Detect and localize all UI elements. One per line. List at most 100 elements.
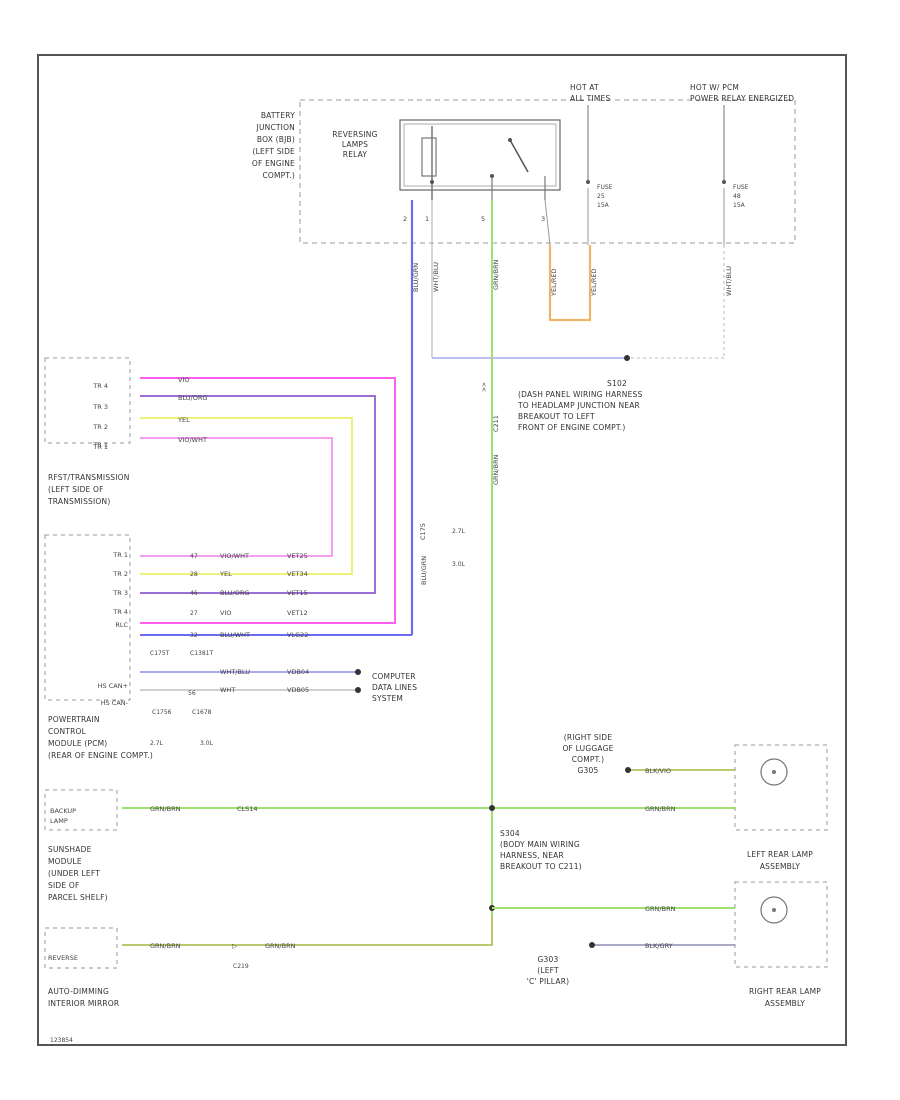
fuse-48-label: FUSE xyxy=(733,184,749,191)
pcm-pin-number: 47 xyxy=(190,553,198,560)
c211-label: C211 xyxy=(492,415,500,432)
trs-wire-label: VIO/WHT xyxy=(178,436,207,444)
relay-switch-pivot xyxy=(508,138,512,142)
pcm-wire-color: WHT xyxy=(220,686,235,694)
pcm-circuit-label: VDB05 xyxy=(287,686,309,694)
right-lamp-wire-label: GRN/BRN xyxy=(645,905,676,913)
pcm-wire-color: VIO xyxy=(220,609,231,617)
pcm-circuit-label: VDB04 xyxy=(287,668,309,676)
sunshade-location-label: (UNDER LEFT xyxy=(48,869,100,878)
pcm-circuit-label: VET34 xyxy=(287,570,308,578)
hot-at-all-times-label: ALL TIMES xyxy=(570,94,610,103)
right-rear-lamp-box xyxy=(734,881,828,968)
trs-pin-label: TR 4 xyxy=(92,382,108,390)
bjb-location-label: JUNCTION xyxy=(256,123,295,132)
splice-s304-label: HARNESS, NEAR xyxy=(500,851,564,860)
relay-pin3-link xyxy=(544,199,551,246)
c219-label: C219 xyxy=(233,963,249,970)
sunshade-circuit-label: CLS14 xyxy=(237,805,258,813)
fuse-25-label: 25 xyxy=(597,193,605,200)
left-lamp-label: LEFT REAR LAMP xyxy=(747,850,813,859)
pcm-pin-label: RLC xyxy=(115,621,128,629)
bjb-location-label: BOX (BJB) xyxy=(257,135,295,144)
wire-label-blu-grn: BLU/GRN xyxy=(412,263,420,292)
pcm-wire-color: BLU/WHT xyxy=(220,631,250,639)
cdl-label: SYSTEM xyxy=(372,694,403,703)
g305-label: G305 xyxy=(578,766,599,775)
g303-label: 'C' PILLAR) xyxy=(527,977,569,986)
g303-label: (LEFT xyxy=(537,966,559,975)
trs-location-label: RFST/TRANSMISSION xyxy=(48,473,130,482)
relay-label: RELAY xyxy=(343,150,368,159)
c175-label: C175 xyxy=(419,523,427,540)
cdl-label: COMPUTER xyxy=(372,672,416,681)
mirror-box xyxy=(44,927,118,969)
c219-connector-icon: ▷ xyxy=(232,942,237,950)
diagram-frame xyxy=(37,54,847,1046)
relay-node xyxy=(490,174,494,178)
pcm-connector-label: C175T xyxy=(150,650,170,657)
splice-s102-label: (DASH PANEL WIRING HARNESS xyxy=(518,390,643,399)
fuse-48-label: 15A xyxy=(733,202,746,209)
relay-pin-label: 5 xyxy=(481,215,485,223)
pcm-wire-color: BLU/ORG xyxy=(220,589,249,597)
wire-label-yel-red: YEL/RED xyxy=(550,268,558,297)
bjb-location-label: (LEFT SIDE xyxy=(253,147,296,156)
pcm-circuit-label: VET15 xyxy=(287,589,308,597)
splice-s102-label: BREAKOUT TO LEFT xyxy=(518,412,595,421)
fuse-48-node xyxy=(722,180,726,184)
relay-switch xyxy=(509,139,529,173)
sunshade-location-label: SIDE OF xyxy=(48,881,80,890)
relay-inner xyxy=(403,123,557,187)
right-lamp-filament-icon xyxy=(772,908,776,912)
pcm-pin-number: 46 xyxy=(190,590,198,597)
pcm-pin-number: 32 xyxy=(190,632,198,639)
c175-variant-b: 3.0L xyxy=(452,561,466,568)
mirror-location-label: INTERIOR MIRROR xyxy=(48,999,119,1008)
sunshade-location-label: SUNSHADE xyxy=(48,845,92,854)
footer-id: 123854 xyxy=(50,1037,73,1044)
left-lamp-filament-icon xyxy=(772,770,776,774)
bjb-location-label: BATTERY xyxy=(261,111,295,120)
pcm-pin-number: 56 xyxy=(188,690,196,697)
pcm-location-label: POWERTRAIN xyxy=(48,715,100,724)
wire-vio-wht xyxy=(140,437,333,557)
mirror-wire-b: GRN/BRN xyxy=(265,942,296,950)
trs-pin-label: TR 1 xyxy=(92,443,108,451)
bjb-location-label: COMPT.) xyxy=(262,171,295,180)
splice-s304-label: S304 xyxy=(500,829,520,838)
g305-label: (RIGHT SIDE xyxy=(564,733,613,742)
splice-s102-label: S102 xyxy=(607,379,627,388)
trs-wire-label: VIO xyxy=(178,376,189,384)
hot-pcm-label: POWER RELAY ENERGIZED xyxy=(690,94,794,103)
trs-pin-label: TR 1 xyxy=(92,441,108,449)
pcm-pin-label: TR 3 xyxy=(112,589,128,597)
pcm-pin-label: TR 1 xyxy=(112,551,128,559)
pcm-v-left: 2.7L xyxy=(150,740,164,747)
relay-label: LAMPS xyxy=(342,140,368,149)
left-lamp-label: ASSEMBLY xyxy=(760,862,801,871)
pcm-location-label: MODULE (PCM) xyxy=(48,739,107,748)
mirror-wire-a: GRN/BRN xyxy=(150,942,181,950)
pcm-wire-color: WHT/BLU xyxy=(220,668,250,676)
right-lamp-label: RIGHT REAR LAMP xyxy=(749,987,821,996)
sunshade-pin-label: BACKUP xyxy=(50,807,76,815)
sunshade-pin-label: LAMP xyxy=(50,817,68,825)
mirror-pin-label: REVERSE xyxy=(48,954,78,962)
pcm-pin-label: HS CAN+ xyxy=(98,682,128,690)
trs-wire-label: BLU/ORG xyxy=(178,394,207,402)
splice-s304-label: (BODY MAIN WIRING xyxy=(500,840,580,849)
splice-s102 xyxy=(624,355,630,361)
trs-location-label: TRANSMISSION) xyxy=(47,497,110,506)
wire-label-grn-brn: GRN/BRN xyxy=(492,454,500,485)
splice-s102-label: FRONT OF ENGINE COMPT.) xyxy=(518,423,625,432)
left-lamp-bulb-icon xyxy=(760,758,788,786)
pcm-circuit-label: VET12 xyxy=(287,609,308,617)
pcm-c-right: C1678 xyxy=(192,709,212,716)
pcm-wire-color: YEL xyxy=(219,570,232,578)
wire-vio xyxy=(140,377,396,624)
relay-pin-label: 3 xyxy=(541,215,545,223)
relay-label: REVERSING xyxy=(332,130,377,139)
trs-pin-label: TR 3 xyxy=(92,403,108,411)
